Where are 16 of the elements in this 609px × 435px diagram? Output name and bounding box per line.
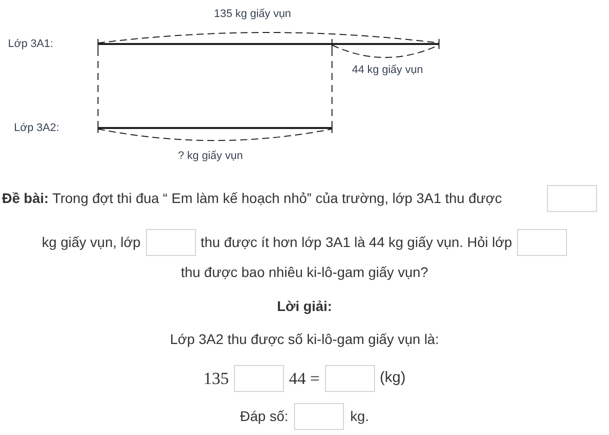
problem-text: Lời giải: <box>276 297 332 316</box>
diagram-label: Lớp 3A1: <box>8 37 54 52</box>
diagram-label: 135 kg giấy vụn <box>214 7 292 22</box>
problem-text: Đề bài: Trong đợt thi đua “ Em làm kế hoạch nhỏ” của trường, lớp 3A1 thu được <box>2 189 503 208</box>
problem-text: 44 = <box>288 368 320 390</box>
problem-text: kg. <box>350 407 369 426</box>
diagram-label: Lớp 3A2: <box>14 121 60 136</box>
problem-text: Lớp 3A2 thu được số ki-lô-gam giấy vụn là: <box>170 330 439 349</box>
problem-text: thu được ít hơn lớp 3A1 là 44 kg giấy vụn. Hỏi lớp <box>200 233 512 252</box>
problem-text: kg giấy vụn, lớp <box>42 233 141 252</box>
problem-text: Đáp số: <box>240 407 288 426</box>
problem-text: thu được bao nhiêu ki-lô-gam giấy vụn? <box>180 263 428 282</box>
problem-text: 135 <box>203 368 229 390</box>
diagram-label: 44 kg giấy vụn <box>352 63 423 78</box>
problem-text: (kg) <box>380 368 406 388</box>
diagram-label: ? kg giấy vụn <box>178 149 243 164</box>
